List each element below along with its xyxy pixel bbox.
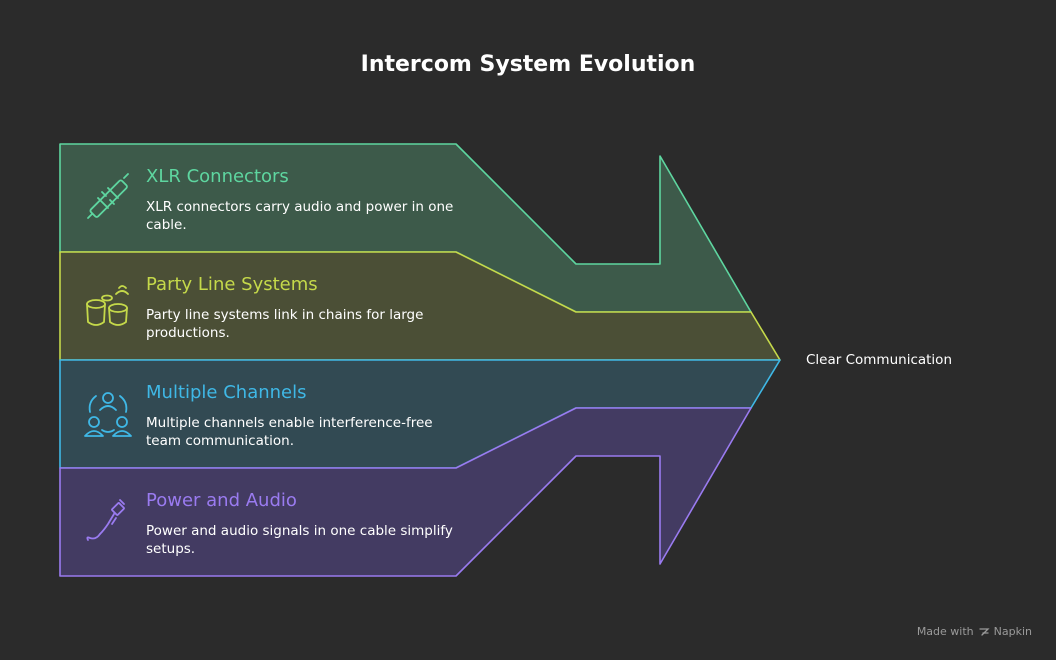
band-description: Multiple channels enable interference-fr… <box>146 415 433 449</box>
xlr-cable-icon <box>87 173 129 219</box>
band-description: Party line systems link in chains for la… <box>146 307 424 341</box>
band-heading: Multiple Channels <box>146 382 307 403</box>
napkin-logo-icon <box>978 627 990 636</box>
band-heading: Power and Audio <box>146 490 297 511</box>
band-multiple-channels: Multiple Channels Multiple channels enab… <box>146 382 466 450</box>
band-description: Power and audio signals in one cable sim… <box>146 523 453 557</box>
band-heading: Party Line Systems <box>146 274 318 295</box>
audio-plug-icon <box>86 499 125 541</box>
band-power-and-audio: Power and Audio Power and audio signals … <box>146 490 466 558</box>
party-line-icon <box>86 285 129 326</box>
band-power-audio-shape <box>59 407 752 577</box>
footer-text: Made with <box>916 625 974 638</box>
band-party-line-systems: Party Line Systems Party line systems li… <box>146 274 466 342</box>
result-label: Clear Communication <box>806 352 953 368</box>
made-with-footer[interactable]: Made with Napkin <box>917 625 1032 638</box>
diagram-title: Intercom System Evolution <box>360 52 696 77</box>
team-channels-icon <box>84 392 132 437</box>
band-description: XLR connectors carry audio and power in … <box>146 199 454 233</box>
band-heading: XLR Connectors <box>146 166 289 187</box>
band-xlr-connectors: XLR Connectors XLR connectors carry audi… <box>146 166 466 234</box>
footer-brand: Napkin <box>993 625 1032 638</box>
